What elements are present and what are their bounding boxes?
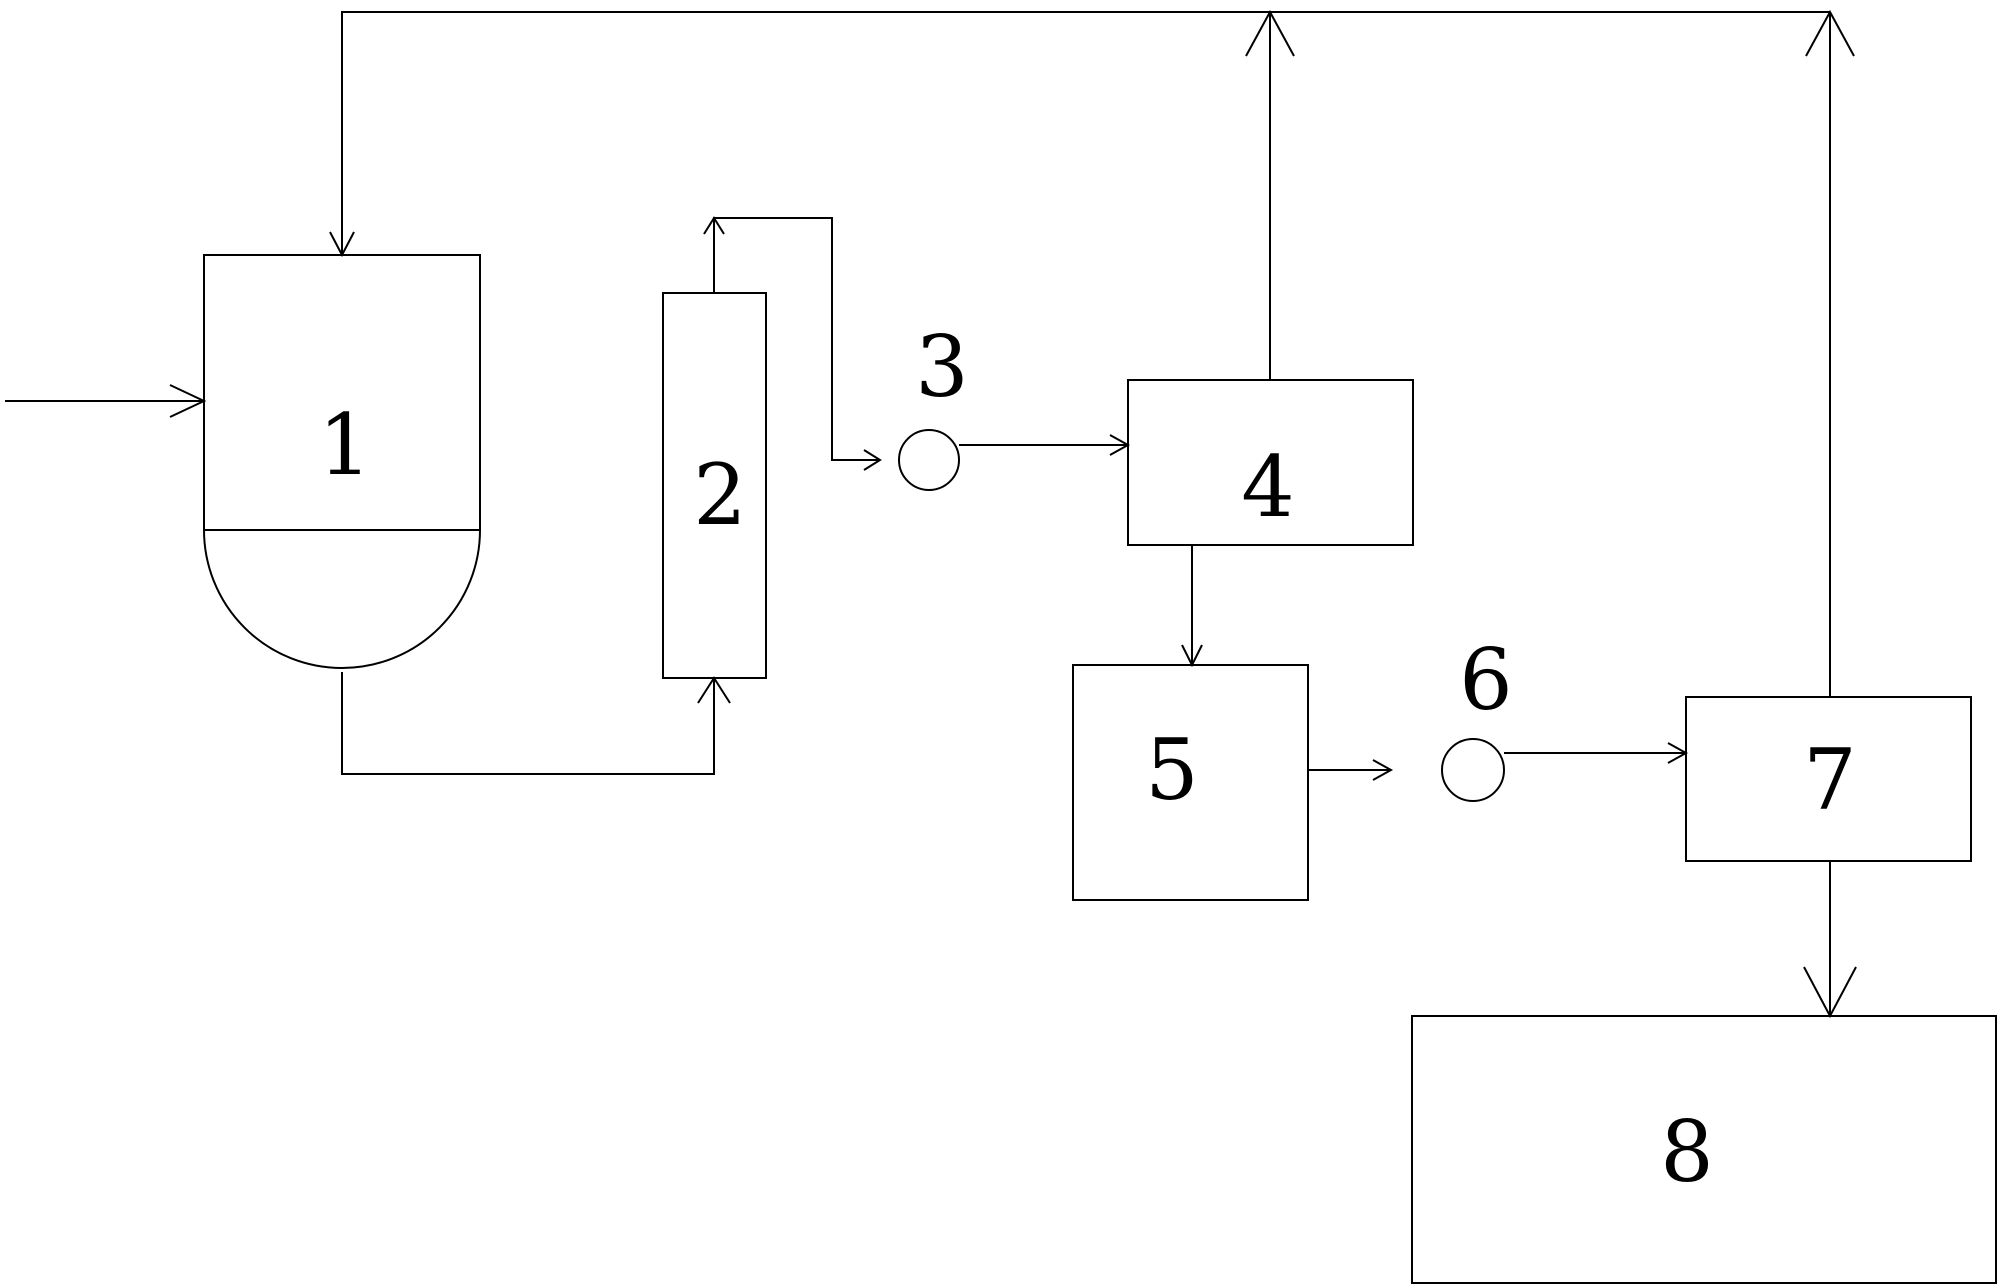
feed-inlet-arrowhead (169, 384, 207, 418)
unit-1-label: 1 (318, 396, 371, 494)
unit-5-label: 5 (1145, 721, 1198, 819)
unit-8-box: 8 (1411, 1015, 1997, 1284)
unit-8-label: 8 (1660, 1103, 1713, 1201)
unit7-recycle-line (1805, 9, 1855, 697)
unit2-to-unit3-arrowhead (863, 449, 882, 471)
unit-7-box: 7 (1685, 696, 1972, 862)
unit2-top-arrowhead (703, 216, 725, 235)
unit-4-label: 4 (1241, 438, 1294, 536)
unit4-recycle-line (1245, 9, 1295, 380)
unit-5-body (1072, 664, 1309, 901)
unit-7-label: 7 (1803, 731, 1856, 829)
unit-2-label: 2 (693, 446, 746, 544)
unit-2-column: 2 (662, 292, 767, 679)
unit-4-box: 4 (1127, 379, 1414, 546)
unit-1-bottom (203, 529, 481, 669)
unit-1-vessel: 1 (203, 254, 481, 669)
recycle-to-unit1-arrowhead (329, 231, 355, 258)
feed-inlet-line (5, 384, 207, 418)
unit-5-box: 5 (1072, 664, 1309, 901)
recycle-header-line (329, 11, 1830, 258)
unit-7-body (1685, 696, 1972, 862)
unit5-to-unit6-line (1308, 759, 1394, 781)
unit7-to-unit8-line (1803, 861, 1857, 1019)
unit-3-label: 3 (915, 318, 968, 416)
unit3-to-unit4-line (959, 434, 1131, 456)
unit-3-circle (898, 429, 960, 491)
unit-3-pump: 3 (898, 318, 969, 491)
unit-6-pump: 6 (1441, 631, 1513, 802)
unit1-to-unit2-line (341, 672, 731, 775)
unit4-to-unit5-line (1181, 545, 1203, 668)
unit5-to-unit6-arrowhead (1372, 759, 1394, 781)
unit6-to-unit7-line (1504, 742, 1689, 764)
unit-8-body (1411, 1015, 1997, 1284)
unit2-to-unit3-line (703, 216, 882, 471)
unit-6-label: 6 (1459, 631, 1512, 729)
unit-6-circle (1441, 738, 1505, 802)
